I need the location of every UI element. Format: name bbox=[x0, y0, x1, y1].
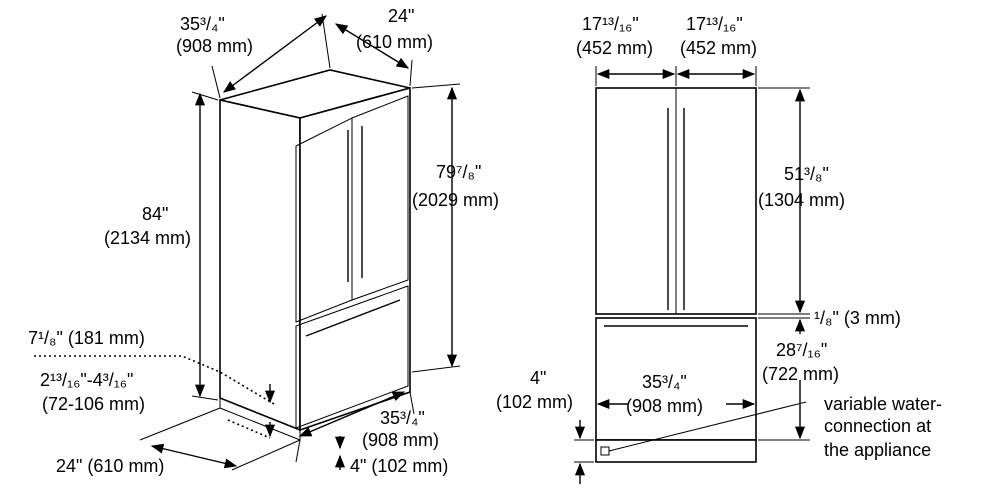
front-width-frac: 35³/₄" bbox=[642, 372, 687, 392]
door-right-frac: 17¹³/₁₆" bbox=[686, 14, 743, 34]
top-width-frac: 35³/₄" bbox=[180, 14, 225, 34]
water-note-line2: connection at bbox=[824, 416, 931, 436]
water-note-line3: the appliance bbox=[824, 440, 931, 460]
cabinet-height-frac: 79⁷/₈" bbox=[436, 162, 481, 182]
door-height-frac: 51³/₈" bbox=[784, 164, 829, 184]
drawer-height-mm: (722 mm) bbox=[762, 364, 839, 384]
water-note-line1: variable water- bbox=[824, 394, 942, 414]
bottom-width-mm: (908 mm) bbox=[362, 430, 439, 450]
toe-range-frac: 2¹³/₁₆"-4³/₁₆" bbox=[40, 370, 133, 390]
bottom-depth-dimension bbox=[150, 443, 238, 469]
cabinet-height-mm: (2029 mm) bbox=[412, 190, 499, 210]
drawer-height-frac: 28⁷/₁₆" bbox=[776, 340, 827, 360]
total-height-mm: (2134 mm) bbox=[104, 228, 191, 248]
top-depth-dimension bbox=[334, 23, 410, 69]
top-depth-mm: (610 mm) bbox=[356, 32, 433, 52]
front-view: 17¹³/₁₆" (452 mm) 17¹³/₁₆" (452 mm) 51³/… bbox=[496, 14, 942, 484]
toe-height-leader bbox=[34, 355, 275, 405]
front-base-mm: (102 mm) bbox=[496, 392, 573, 412]
bottom-width-dimension bbox=[298, 391, 406, 437]
top-depth-frac: 24" bbox=[388, 6, 414, 26]
front-base-frac: 4" bbox=[530, 368, 546, 388]
door-right-mm: (452 mm) bbox=[680, 38, 757, 58]
front-base bbox=[595, 439, 757, 463]
toe-height-label: 7¹/₈" (181 mm) bbox=[28, 328, 145, 348]
total-height-frac: 84" bbox=[142, 204, 168, 224]
cabinet-front-face bbox=[299, 86, 411, 432]
gap-label: ¹/₈" (3 mm) bbox=[814, 308, 901, 328]
water-connection-leader bbox=[608, 401, 807, 452]
door-left-frac: 17¹³/₁₆" bbox=[582, 14, 639, 34]
base-height-label: 4" (102 mm) bbox=[350, 456, 448, 476]
front-width-mm: (908 mm) bbox=[626, 396, 703, 416]
drawer-handle bbox=[305, 299, 401, 337]
cabinet-side-face bbox=[219, 99, 301, 432]
top-width-mm: (908 mm) bbox=[176, 36, 253, 56]
toe-range-leader bbox=[227, 419, 271, 439]
top-width-dimension bbox=[222, 15, 328, 93]
bottom-depth-label: 24" (610 mm) bbox=[56, 456, 164, 476]
toe-range-mm: (72-106 mm) bbox=[42, 394, 145, 414]
right-door bbox=[351, 95, 409, 301]
freezer-drawer bbox=[295, 285, 409, 429]
isometric-view: 35³/₄" (908 mm) 24" (610 mm) 84" (2134 m… bbox=[28, 6, 499, 476]
door-height-mm: (1304 mm) bbox=[758, 190, 845, 210]
door-left-mm: (452 mm) bbox=[576, 38, 653, 58]
front-drawer bbox=[595, 317, 757, 441]
bottom-width-frac: 35³/₄" bbox=[380, 408, 425, 428]
